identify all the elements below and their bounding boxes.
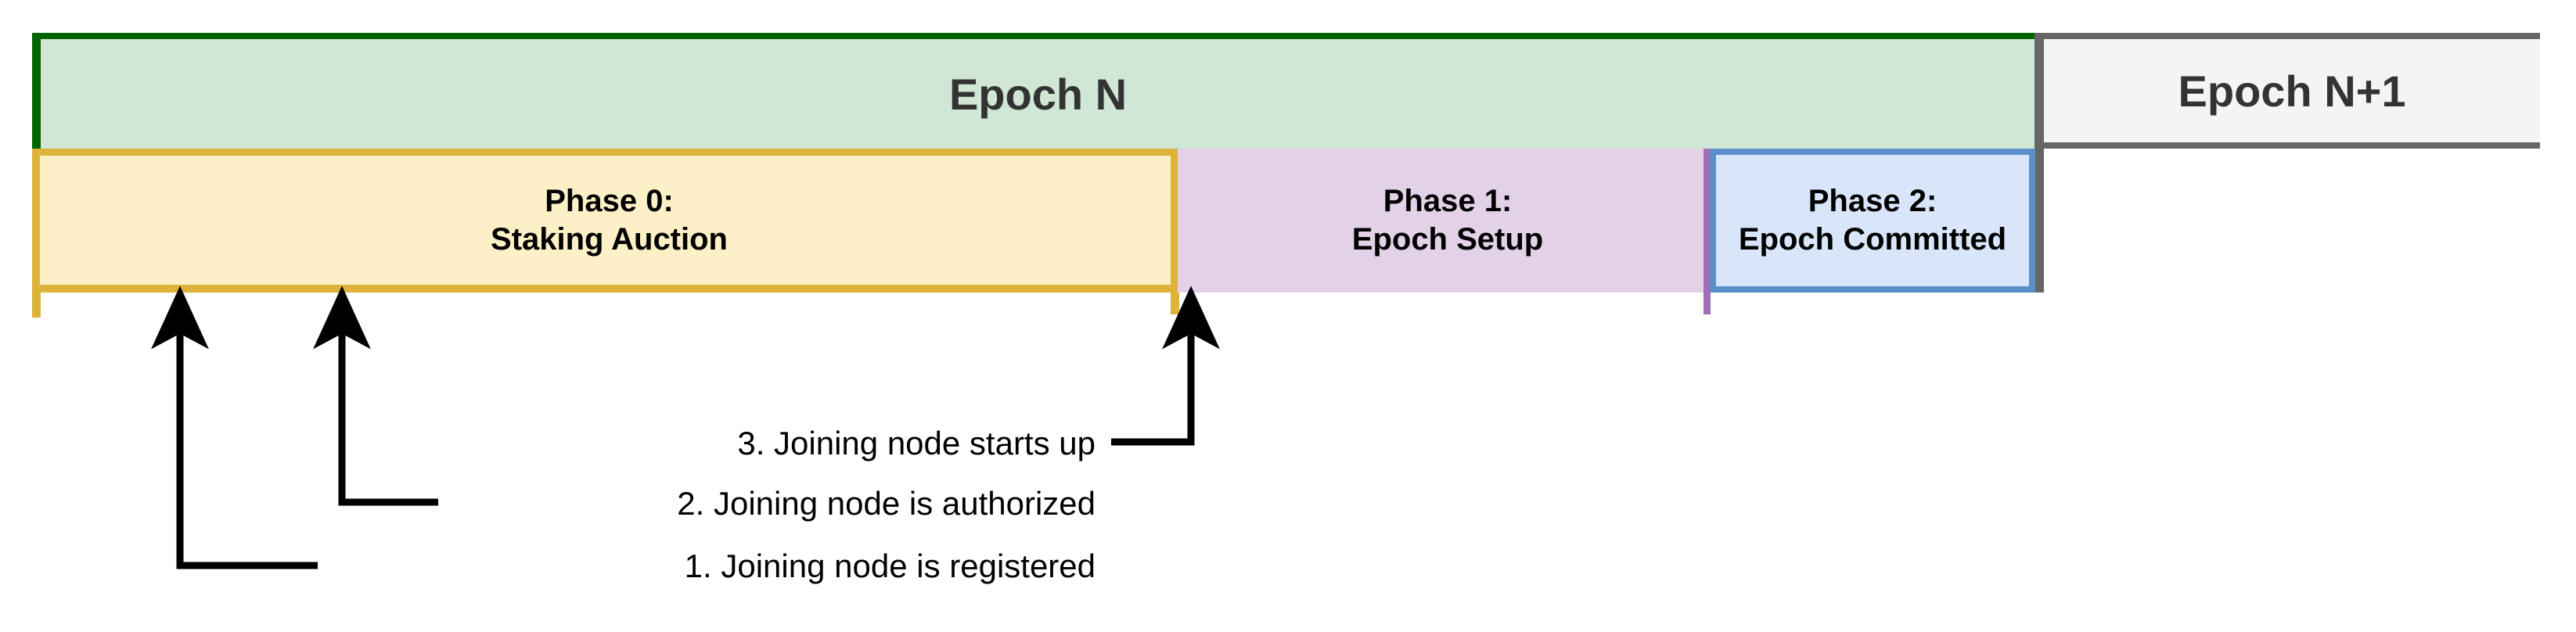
phase-0-box: Phase 0: Staking Auction — [32, 149, 1186, 293]
phase-1-title: Phase 1: — [1383, 184, 1513, 219]
epoch-n-label: Epoch N — [948, 69, 1128, 119]
callout-connector-3 — [1111, 285, 1220, 446]
phase-1-subtitle: Epoch Setup — [1351, 222, 1544, 257]
callout-connector-1 — [151, 285, 318, 569]
epoch-n-plus-1-label: Epoch N+1 — [2178, 66, 2406, 116]
callout-label-2: 2. Joining node is authorized — [677, 485, 1096, 522]
phase-1-end-tick — [1704, 149, 1711, 314]
phase-0-subtitle: Staking Auction — [491, 221, 728, 257]
phase-1-box: Phase 1: Epoch Setup — [1178, 149, 1718, 293]
callout-label-1: 1. Joining node is registered — [684, 548, 1096, 584]
phase-0-end-tick — [1171, 149, 1179, 314]
epoch-boundary-divider — [2035, 33, 2044, 293]
phase-0-title: Phase 0: — [545, 183, 674, 218]
callout-label-3: 3. Joining node starts up — [737, 425, 1096, 461]
epoch-n-box: Epoch N — [32, 33, 2035, 149]
phase-2-subtitle: Epoch Committed — [1738, 222, 2007, 257]
epoch-n-plus-1-box: Epoch N+1 — [2044, 33, 2540, 149]
phase-2-title: Phase 2: — [1808, 184, 1937, 219]
phase-2-box: Phase 2: Epoch Committed — [1710, 149, 2035, 293]
callout-connector-2 — [313, 285, 438, 506]
